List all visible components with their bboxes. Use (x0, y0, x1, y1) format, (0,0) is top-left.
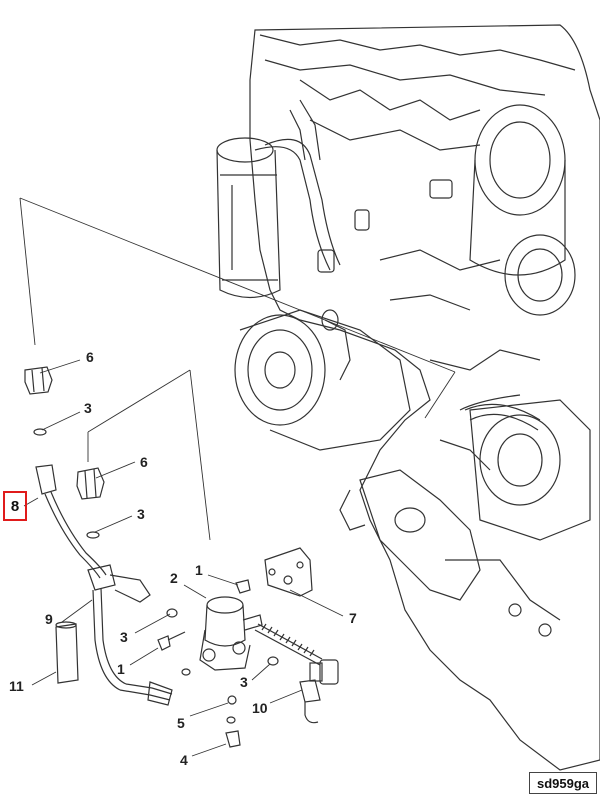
callout-label-3-upper: 3 (84, 400, 92, 416)
leader-lines (19, 197, 456, 541)
callout-label-3-right: 3 (240, 674, 248, 690)
callout-label-9: 9 (45, 611, 53, 627)
engine-assembly-drawing (216, 24, 600, 771)
drawing-code: sd959ga (536, 775, 590, 791)
callout-label-7: 7 (349, 610, 357, 626)
seal-part-3a (33, 428, 47, 436)
bracket-part-7 (264, 547, 313, 597)
callout-label-3-left: 3 (120, 629, 128, 645)
elbow-part-10 (299, 679, 321, 703)
highlighted-callout-8[interactable]: 8 (3, 491, 27, 521)
callout-label-8: 8 (10, 497, 20, 515)
callout-label-1-upper: 1 (195, 562, 203, 578)
callout-leaders (23, 359, 344, 757)
callout-label-3-middle: 3 (137, 506, 145, 522)
seal-part-3b (86, 531, 100, 539)
callout-label-4: 4 (180, 752, 188, 768)
plug-part-4 (225, 730, 241, 748)
hose-part-8 (44, 493, 101, 579)
valve-body-2 (206, 596, 244, 614)
nut-part-6b (76, 467, 105, 500)
sleeve-part-11 (55, 623, 79, 684)
callout-label-5: 5 (177, 715, 185, 731)
callout-label-1-lower: 1 (117, 661, 125, 677)
drawing-code-box: sd959ga (529, 772, 597, 794)
nut-part-6a (24, 366, 53, 395)
callout-label-6-upper: 6 (86, 349, 94, 365)
hose-fitting-8 (35, 464, 57, 495)
callout-label-11: 11 (9, 678, 24, 694)
callout-label-10: 10 (252, 700, 268, 716)
callout-label-6-lower: 6 (140, 454, 148, 470)
exploded-parts (24, 366, 339, 748)
callout-label-2: 2 (170, 570, 178, 586)
